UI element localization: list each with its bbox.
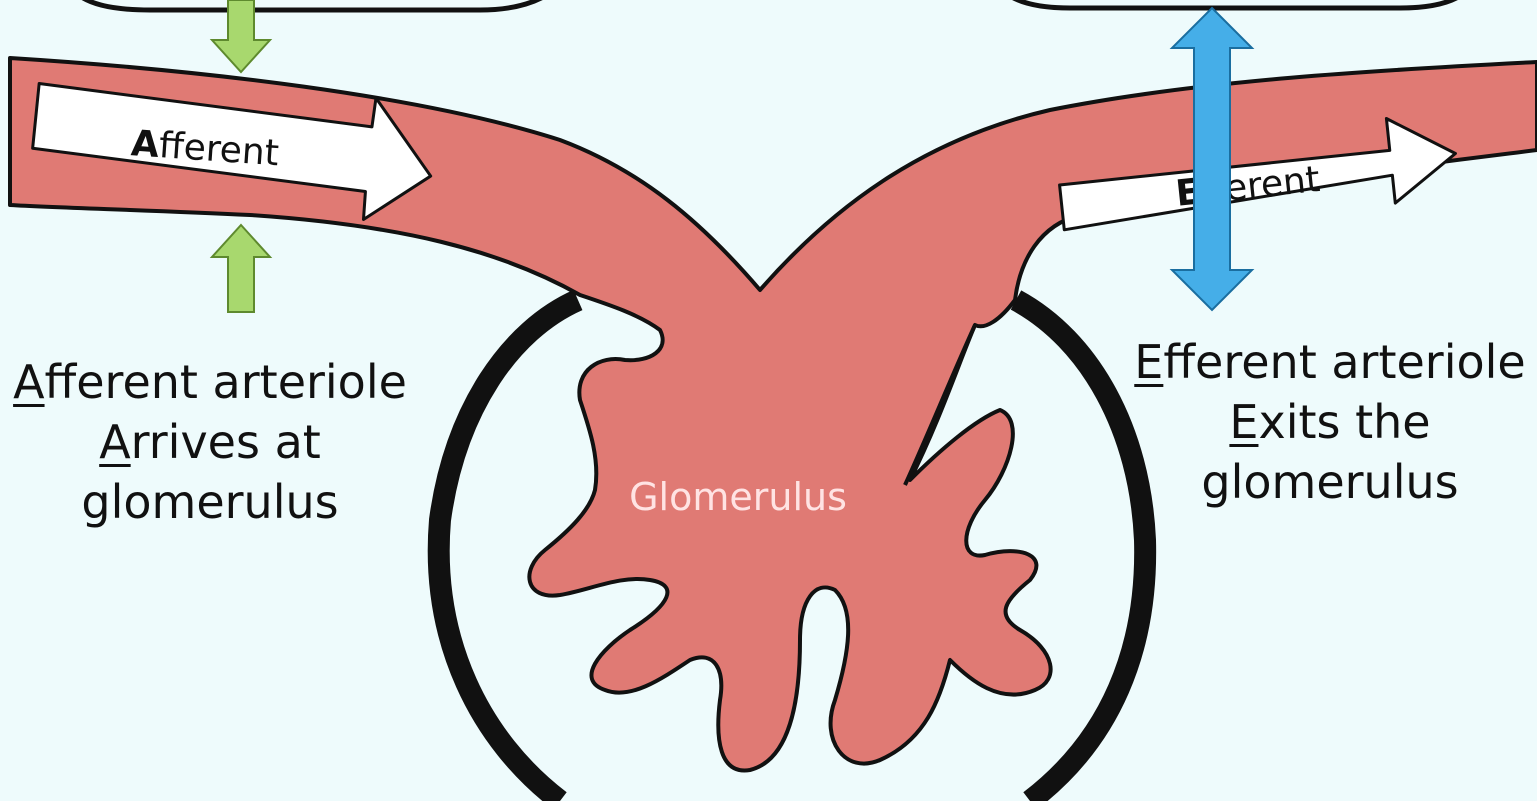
top-left-box-edge <box>80 0 545 10</box>
afferent-caption: Afferent arteriole Arrives at glomerulus <box>0 352 420 532</box>
efferent-caption: Efferent arteriole Exits the glomerulus <box>1120 332 1537 512</box>
afferent-caption-line1: Afferent arteriole <box>0 352 420 412</box>
afferent-caption-line2: Arrives at <box>0 412 420 472</box>
afferent-caption-line3: glomerulus <box>0 472 420 532</box>
glomerulus-label: Glomerulus <box>629 475 847 519</box>
efferent-caption-line3: glomerulus <box>1120 452 1537 512</box>
top-right-box-edge <box>1010 0 1460 8</box>
green-arrow-up-icon <box>212 225 270 312</box>
efferent-caption-line1: Efferent arteriole <box>1120 332 1537 392</box>
efferent-caption-line2: Exits the <box>1120 392 1537 452</box>
